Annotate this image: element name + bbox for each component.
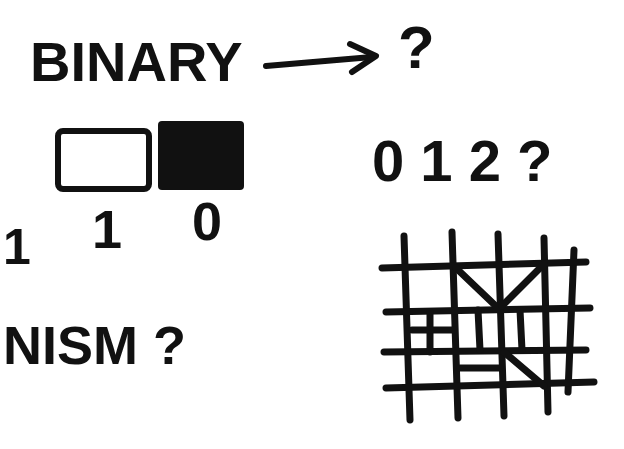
question-mark: ? bbox=[398, 18, 435, 78]
black-bit-box bbox=[158, 121, 244, 190]
bit-digit: 1 bbox=[92, 202, 122, 256]
word-fragment: NISM ? bbox=[3, 318, 186, 372]
number-sequence: 0 1 2 ? bbox=[372, 132, 553, 190]
arrow-head bbox=[350, 44, 376, 72]
grid-sketch bbox=[382, 232, 594, 420]
heading-word: BINARY bbox=[30, 34, 243, 90]
white-bit-box bbox=[58, 131, 149, 189]
bit-digit: 0 bbox=[192, 194, 222, 248]
bit-digit: 1 bbox=[3, 222, 31, 272]
arrow-line bbox=[266, 57, 372, 66]
